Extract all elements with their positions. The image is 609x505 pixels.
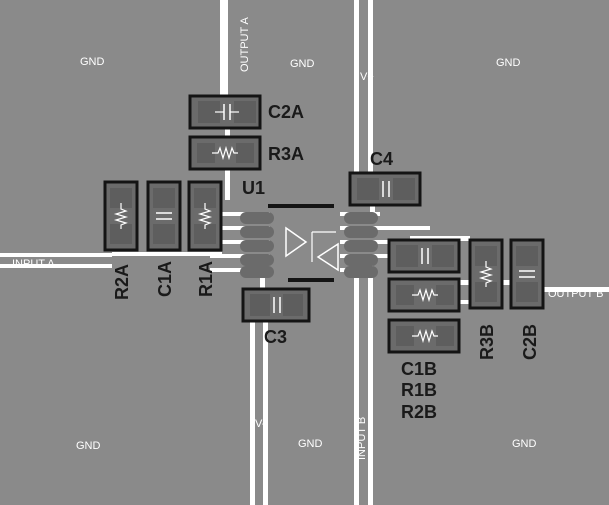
designator-c2b: C2B xyxy=(520,324,540,360)
opamp-u1 xyxy=(240,204,378,282)
resistor-r1b xyxy=(387,277,461,313)
designator-c4: C4 xyxy=(370,149,393,169)
trace-v-minus-1 xyxy=(250,318,255,505)
trace-v-plus-1 xyxy=(354,0,359,180)
capacitor-c2b xyxy=(509,238,545,310)
resistor-r3b xyxy=(468,238,504,310)
trace-output-b xyxy=(540,287,609,292)
designator-r2b: R2B xyxy=(401,402,437,422)
designator-r3a: R3A xyxy=(268,144,304,164)
resistor-r1a xyxy=(187,180,223,252)
gnd-label: GND xyxy=(298,438,323,450)
resistor-r2a xyxy=(103,180,139,252)
resistor-r3a xyxy=(188,135,262,171)
trace-input-b-1 xyxy=(354,262,359,505)
capacitor-c3 xyxy=(241,287,311,323)
gnd-label: GND xyxy=(496,57,521,69)
output-a-label: OUTPUT A xyxy=(239,17,251,72)
designator-u1: U1 xyxy=(242,178,265,198)
designator-r3b: R3B xyxy=(477,324,497,360)
gnd-label: GND xyxy=(80,56,105,68)
trace-input-b-2 xyxy=(368,262,373,505)
designator-r2a: R2A xyxy=(112,264,132,300)
trace-v-plus-2 xyxy=(368,0,373,180)
gnd-label: GND xyxy=(512,438,537,450)
output-b-label: OUTPUT B xyxy=(548,288,603,300)
resistor-r2b xyxy=(387,318,461,354)
input-b-label: INPUT B xyxy=(356,417,368,460)
gnd-label: GND xyxy=(290,58,315,70)
trace-input-a-1 xyxy=(0,253,112,257)
designator-c3: C3 xyxy=(264,327,287,347)
designator-c1b: C1B xyxy=(401,359,437,379)
gnd-label: GND xyxy=(76,440,101,452)
designator-r1b: R1B xyxy=(401,380,437,400)
designator-c2a: C2A xyxy=(268,102,304,122)
capacitor-c2a xyxy=(188,94,262,130)
v-plus-label: V+ xyxy=(360,71,374,83)
input-a-label: INPUT A xyxy=(12,258,55,270)
capacitor-c1a xyxy=(146,180,182,252)
trace-input-a-2 xyxy=(0,264,112,268)
trace-v-minus-2 xyxy=(263,318,268,505)
designator-r1a: R1A xyxy=(196,261,216,297)
v-minus-label: V- xyxy=(255,418,266,430)
trace-output-a xyxy=(220,0,228,100)
designator-c1a: C1A xyxy=(155,261,175,297)
capacitor-c4 xyxy=(348,171,422,207)
capacitor-c1b xyxy=(387,238,461,274)
